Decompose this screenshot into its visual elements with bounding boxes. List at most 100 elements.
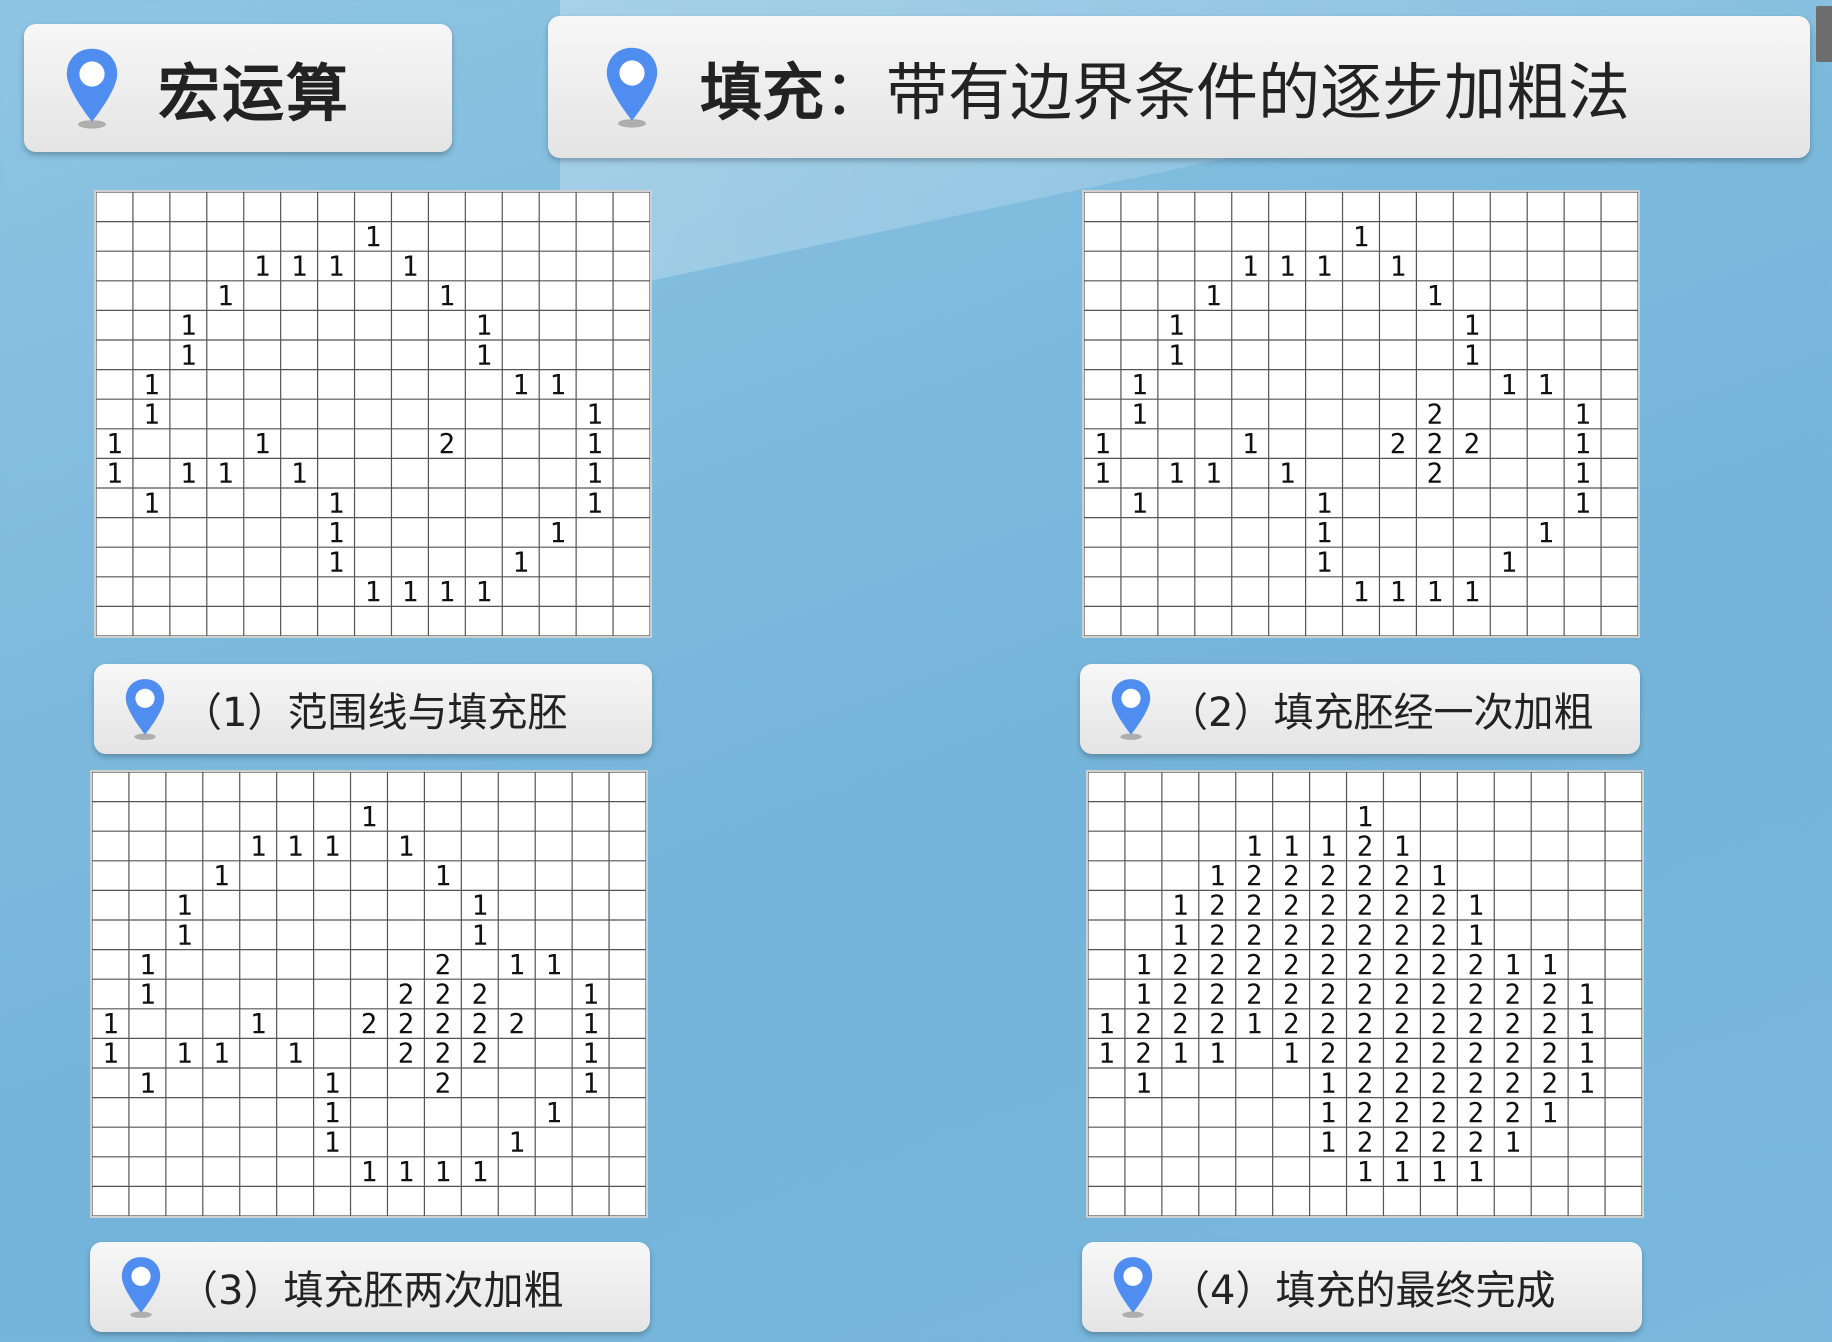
grid-cell-digit: 1 [1172,891,1188,922]
grid-cell-digit: 1 [1574,488,1590,519]
grid-cell-digit: 1 [1468,891,1484,922]
grid-cell-digit: 1 [586,429,602,460]
grid-cell-digit: 1 [1283,1039,1299,1070]
grid-cell-digit: 2 [435,1039,451,1070]
grid-cell-digit: 1 [1353,222,1369,253]
grid-cell-digit: 2 [1468,1098,1484,1129]
grid-cell-digit: 2 [1505,1009,1521,1040]
grid-cell-digit: 1 [1353,577,1369,608]
grid-cell-digit: 1 [435,1157,451,1188]
grid-cell-digit: 2 [1283,979,1299,1010]
grid-cell-digit: 1 [1537,370,1553,401]
grid-cell-digit: 2 [1283,920,1299,951]
grid-cell-digit: 2 [1427,459,1443,490]
grid-cell-digit: 1 [545,1098,561,1129]
grid-cell-digit: 2 [1505,1098,1521,1129]
grid-cell-digit: 2 [1209,979,1225,1010]
grid-cell-digit: 2 [1283,861,1299,892]
grid-cell-digit: 1 [254,429,270,460]
grid-cell-digit: 2 [1505,979,1521,1010]
grid-cell-digit: 1 [1578,1039,1594,1070]
grid-cell-digit: 2 [1172,1009,1188,1040]
grid-cell-digit: 1 [1320,1098,1336,1129]
grid-cell-digit: 2 [1431,950,1447,981]
location-pin-icon [604,45,660,129]
grid-cell-digit: 2 [1357,1127,1373,1158]
grid-cell-digit: 2 [1394,1127,1410,1158]
grid-cell-digit: 2 [1246,920,1262,951]
grid-cell-digit: 1 [324,1098,340,1129]
grid-cell-digit: 2 [398,1009,414,1040]
grid-cell-digit: 2 [1541,1068,1557,1099]
macro-title-card: 宏运算 [24,24,452,152]
grid-cell-digit: 2 [435,950,451,981]
grid-cell-digit: 2 [1394,1098,1410,1129]
grid-cell-digit: 1 [513,370,529,401]
grid-cell-digit: 1 [324,1127,340,1158]
grid-cell-digit: 1 [1320,1068,1336,1099]
grid-cell-digit: 1 [328,251,344,282]
grid-cell-digit: 2 [398,1039,414,1070]
grid-cell-digit: 1 [139,1068,155,1099]
grid-cell-digit: 1 [1390,577,1406,608]
grid-cell-digit: 1 [1541,1098,1557,1129]
grid-cell-digit: 1 [1172,920,1188,951]
grid-cell-digit: 1 [1501,547,1517,578]
grid-cell-digit: 1 [472,891,488,922]
grid-cell-digit: 2 [1357,1009,1373,1040]
grid-cell-digit: 2 [1431,1098,1447,1129]
grid-cell-digit: 2 [1246,891,1262,922]
grid-cell-digit: 2 [472,1009,488,1040]
fill-title-card: 填充：带有边界条件的逐步加粗法 [548,16,1810,158]
grid-cell-digit: 2 [1320,891,1336,922]
corner-marker [1816,6,1832,62]
grid-cell-digit: 1 [545,950,561,981]
grid-cell-digit: 1 [439,577,455,608]
grid-cell-digit: 1 [1316,518,1332,549]
grid-cell-digit: 1 [549,518,565,549]
caption-4: （4）填充的最终完成 [1170,1268,1556,1314]
grid-cell-digit: 1 [402,577,418,608]
grid-cell-digit: 2 [1505,1039,1521,1070]
grid-cell-digit: 1 [143,399,159,430]
grid-cell-digit: 2 [1394,1068,1410,1099]
grid-cell-digit: 2 [1427,399,1443,430]
location-pin-icon [1110,1255,1156,1319]
grid-cell-digit: 1 [250,831,266,862]
caption-3: （3）填充胚两次加粗 [178,1268,564,1314]
grid-cell-digit: 1 [582,1009,598,1040]
grid-cell-digit: 2 [1357,861,1373,892]
grid-cell-digit: 1 [102,1009,118,1040]
grid-cell-digit: 1 [1246,1009,1262,1040]
location-pin-icon [118,1255,164,1319]
grid-cell-digit: 2 [1320,1039,1336,1070]
grid-cell-digit: 2 [1390,429,1406,460]
caption-2: （2）填充胚经一次加粗 [1168,690,1594,736]
grid-cell-digit: 1 [1541,950,1557,981]
grid-cell-digit: 1 [176,1039,192,1070]
grid-cell-digit: 1 [582,979,598,1010]
grid-cell-digit: 1 [365,577,381,608]
grid-cell-digit: 1 [1172,1039,1188,1070]
grid-cell-digit: 1 [1135,979,1151,1010]
grid-cell-digit: 1 [1168,340,1184,371]
grid-cell-digit: 1 [1316,251,1332,282]
grid-cell-digit: 2 [1468,1039,1484,1070]
grid-cell-digit: 2 [1209,891,1225,922]
grid-cell-digit: 2 [1541,1009,1557,1040]
grid-cell-digit: 1 [217,459,233,490]
grid-cell-digit: 2 [1394,920,1410,951]
grid-cell-digit: 1 [1464,340,1480,371]
grid-cell-digit: 1 [1098,1039,1114,1070]
grid-cell-digit: 1 [1205,459,1221,490]
grid-cell-digit: 1 [1209,1039,1225,1070]
grid-cell-digit: 1 [1246,831,1262,862]
grid-cell-digit: 1 [398,1157,414,1188]
grid-cell-digit: 1 [402,251,418,282]
grid-cell-digit: 1 [139,979,155,1010]
grid-cell-digit: 2 [1431,979,1447,1010]
grid-cell-digit: 1 [1320,1127,1336,1158]
